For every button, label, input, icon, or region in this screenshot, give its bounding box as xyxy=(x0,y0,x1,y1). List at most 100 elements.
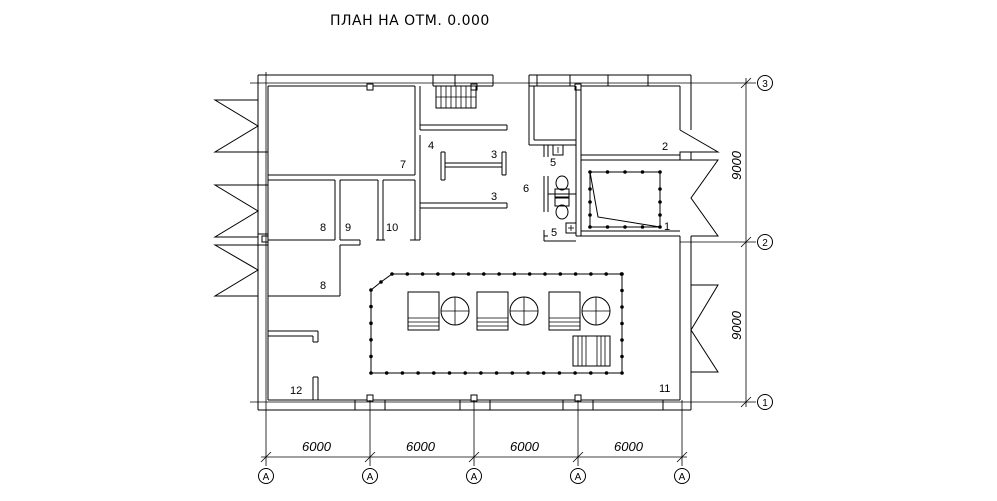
room-numbers: 1 2 3 3 4 5 5 6 7 8 8 9 10 11 12 xyxy=(290,140,670,397)
columns xyxy=(261,83,582,402)
boundary-dot xyxy=(497,272,501,276)
boundary-dot xyxy=(436,272,440,276)
boundary-dot xyxy=(379,280,383,284)
axis-letter-3: А xyxy=(471,472,478,483)
right-gates xyxy=(679,129,720,373)
control-cabinet xyxy=(572,335,611,367)
room-number-10: 10 xyxy=(386,222,398,234)
boundary-dot xyxy=(640,170,645,174)
room-number-8b: 8 xyxy=(320,280,326,292)
boundary-dot xyxy=(369,304,373,309)
boundary-dot xyxy=(589,272,593,276)
dimension-2: 6000 xyxy=(406,439,436,454)
room-number-5a: 5 xyxy=(550,157,556,169)
boundary-dot xyxy=(658,225,662,229)
room-number-11: 11 xyxy=(659,383,670,395)
boundary-dot xyxy=(416,371,420,375)
boundary-dot xyxy=(623,225,627,229)
axis-letters: А А А А А xyxy=(258,468,690,484)
boundary-dot xyxy=(620,354,624,359)
boundary-dot xyxy=(526,371,530,375)
boundary-dot xyxy=(527,272,532,276)
boundary-dot xyxy=(605,170,610,174)
boundary-dot xyxy=(604,272,608,276)
boundary-dot xyxy=(588,200,592,204)
boundary-dot xyxy=(447,371,452,375)
axis-number-1: 1 xyxy=(762,398,768,409)
boundary-dot xyxy=(623,170,627,174)
room-number-1: 1 xyxy=(664,221,670,233)
left-gates xyxy=(213,99,269,297)
room-number-9: 9 xyxy=(345,222,351,234)
room-number-6: 6 xyxy=(523,183,529,195)
boundary-dot xyxy=(573,272,578,276)
dimension-v1: 9000 xyxy=(729,150,744,180)
boundary-dot xyxy=(658,170,662,174)
axis-letter-5: А xyxy=(679,472,686,483)
boundary-dot xyxy=(620,288,624,293)
boundary-dot xyxy=(588,187,592,191)
room-number-2: 2 xyxy=(662,141,668,153)
boundary-dot xyxy=(369,338,373,342)
boundary-dot xyxy=(640,225,645,229)
machine-1 xyxy=(407,291,470,331)
boundary-dot xyxy=(573,371,577,375)
boundary-dot xyxy=(479,371,483,375)
dimension-4: 6000 xyxy=(614,439,644,454)
boundary-dot xyxy=(369,354,373,359)
plan-title: ПЛАН НА ОТМ. 0.000 xyxy=(330,13,490,29)
axis-numbers: 3 2 1 xyxy=(757,75,773,410)
room-number-4: 4 xyxy=(428,140,434,152)
boundary-dot xyxy=(604,371,609,375)
boundary-dot xyxy=(466,272,471,276)
boundary-dot xyxy=(620,305,624,309)
horizontal-dimensions: 6000 6000 6000 6000 xyxy=(302,439,644,454)
room-1-enclosure xyxy=(588,170,662,229)
boundary-dot xyxy=(494,371,499,375)
machine-2 xyxy=(476,291,539,331)
room-number-7: 7 xyxy=(400,159,406,171)
boundary-dot xyxy=(620,272,624,276)
room-number-3a: 3 xyxy=(491,149,497,161)
boundary-dot xyxy=(589,371,593,375)
boundary-dot xyxy=(558,272,563,276)
boundary-dot xyxy=(541,371,546,375)
boundary-dot xyxy=(620,371,624,375)
boundary-dot xyxy=(369,288,373,292)
axis-number-3: 3 xyxy=(762,79,768,90)
boundary-dot xyxy=(463,371,468,375)
boundary-dot xyxy=(588,225,592,229)
boundary-dot xyxy=(543,272,547,276)
boundary-dot xyxy=(588,213,592,217)
boundary-dot xyxy=(658,213,662,217)
boundary-dot xyxy=(512,272,517,276)
hall-enclosure xyxy=(369,272,624,375)
boundary-dot xyxy=(557,371,562,375)
axis-letter-4: А xyxy=(575,472,582,483)
dimension-v2: 9000 xyxy=(729,310,744,340)
boundary-dot xyxy=(620,321,624,326)
dimension-3: 6000 xyxy=(510,439,540,454)
boundary-dot xyxy=(620,338,624,342)
boundary-dot xyxy=(658,200,662,204)
boundary-dot xyxy=(482,272,486,276)
boundary-dot xyxy=(658,187,662,191)
boundary-dot xyxy=(451,272,456,276)
room-number-12: 12 xyxy=(290,385,302,397)
boundary-dot xyxy=(400,371,405,375)
room-number-3b: 3 xyxy=(491,191,497,203)
boundary-dot xyxy=(405,272,410,276)
boundary-dot xyxy=(390,272,394,276)
boundary-dot xyxy=(369,371,373,375)
axis-number-2: 2 xyxy=(762,238,768,249)
grid-axes xyxy=(250,72,756,466)
machine-3 xyxy=(548,291,611,331)
boundary-dot xyxy=(369,321,373,326)
room-number-5b: 5 xyxy=(551,227,557,239)
axis-letter-2: А xyxy=(367,472,374,483)
boundary-dot xyxy=(605,225,610,229)
boundary-dot xyxy=(420,272,425,276)
boundary-dot xyxy=(384,371,389,375)
boundary-dot xyxy=(432,371,436,375)
